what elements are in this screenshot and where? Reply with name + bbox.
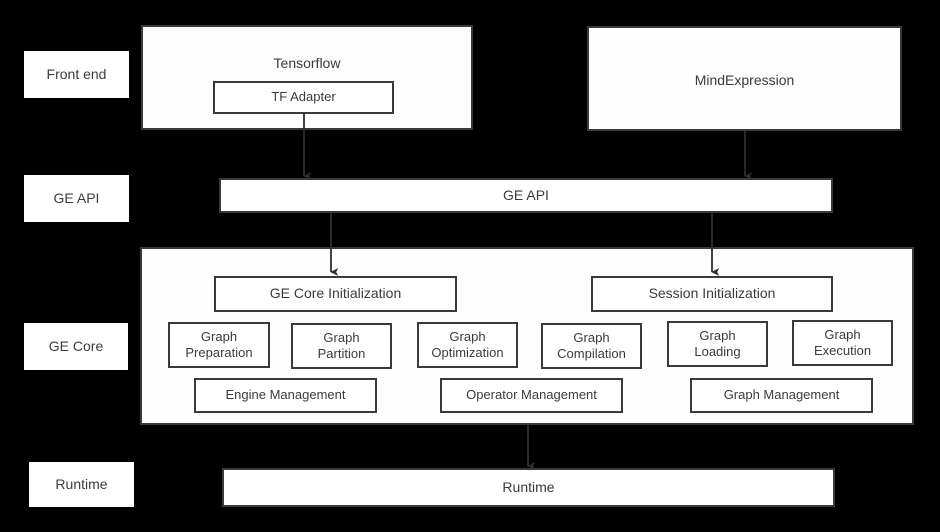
tf-adapter-box[interactable]: TF Adapter <box>213 81 394 114</box>
mindexpression-container[interactable]: MindExpression <box>587 26 902 131</box>
graph-loading-box[interactable]: Graph Loading <box>667 321 768 367</box>
runtime-bar[interactable]: Runtime <box>222 468 835 507</box>
stage-label-ge-api: GE API <box>24 175 129 222</box>
mindexpression-label: MindExpression <box>694 72 795 88</box>
tensorflow-container[interactable]: Tensorflow TF Adapter <box>141 25 473 130</box>
graph-compilation-box[interactable]: Graph Compilation <box>541 323 642 369</box>
stage-label-runtime: Runtime <box>29 462 134 507</box>
stage-label-front-end: Front end <box>24 51 129 98</box>
operator-management-box[interactable]: Operator Management <box>440 378 623 413</box>
tensorflow-label: Tensorflow <box>273 55 341 71</box>
stage-label-ge-core: GE Core <box>24 323 128 370</box>
ge-core-container[interactable]: GE Core Initialization Session Initializ… <box>140 247 914 425</box>
graph-partition-box[interactable]: Graph Partition <box>291 323 392 369</box>
session-initialization-box[interactable]: Session Initialization <box>591 276 833 312</box>
graph-management-box[interactable]: Graph Management <box>690 378 873 413</box>
graph-preparation-box[interactable]: Graph Preparation <box>168 322 270 368</box>
ge-core-initialization-box[interactable]: GE Core Initialization <box>214 276 457 312</box>
ge-api-bar[interactable]: GE API <box>219 178 833 213</box>
graph-execution-box[interactable]: Graph Execution <box>792 320 893 366</box>
engine-management-box[interactable]: Engine Management <box>194 378 377 413</box>
graph-optimization-box[interactable]: Graph Optimization <box>417 322 518 368</box>
